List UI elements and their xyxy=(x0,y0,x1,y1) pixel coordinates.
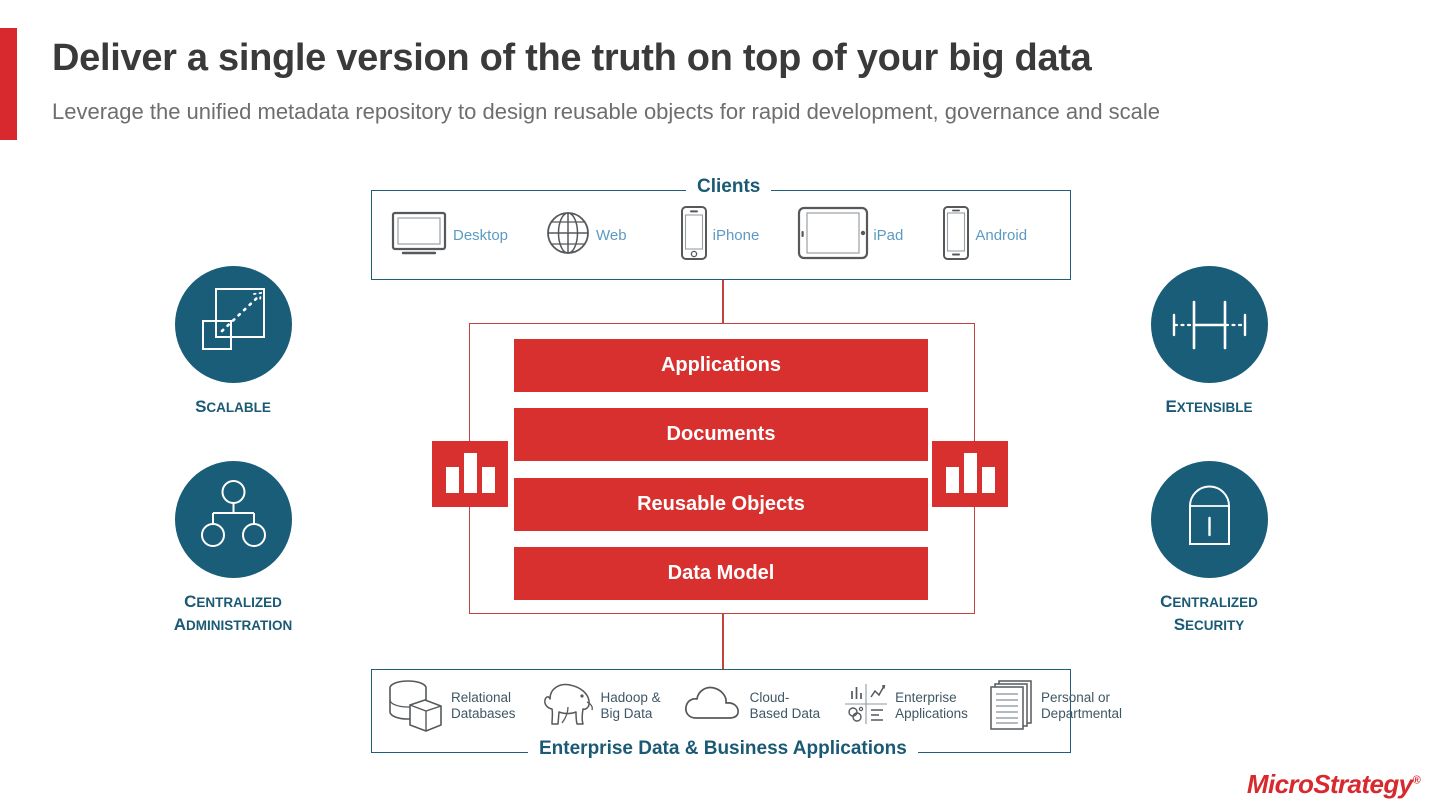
bar-chart-icon-left xyxy=(432,441,508,507)
android-icon xyxy=(941,205,971,266)
client-iphone[interactable]: iPhone xyxy=(679,205,760,266)
logo-text: MicroStrategy xyxy=(1246,769,1413,799)
source-label: Cloud-Based Data xyxy=(749,690,821,721)
badge-bar xyxy=(945,467,959,493)
clients-row: Desktop Web xyxy=(371,190,1071,280)
feature-label: SCALABLE xyxy=(195,397,271,416)
source-cloud-based-data[interactable]: Cloud-Based Data xyxy=(683,682,821,731)
source-hadoop-big-data[interactable]: Hadoop &Big Data xyxy=(538,679,661,734)
client-desktop[interactable]: Desktop xyxy=(389,208,508,263)
enterprise-apps-icon xyxy=(842,681,890,732)
client-web[interactable]: Web xyxy=(544,209,627,262)
bar-chart-icon-right xyxy=(932,441,1008,507)
platform-bar-reusable-objects[interactable]: Reusable Objects xyxy=(514,478,928,531)
logo-mark: ® xyxy=(1412,774,1420,787)
page-subtitle: Leverage the unified metadata repository… xyxy=(52,99,1161,124)
org-hierarchy-icon xyxy=(174,461,292,578)
connector-platform-to-sources xyxy=(722,614,724,669)
feature-label: CENTRALIZED SECURITY xyxy=(1160,592,1258,635)
feature-label: EXTENSIBLE xyxy=(1165,397,1253,416)
feature-centralized-security[interactable]: CENTRALIZED SECURITY xyxy=(1089,461,1329,637)
client-label: Web xyxy=(596,226,627,244)
extensible-width-icon xyxy=(1150,266,1268,383)
badge-bar xyxy=(463,453,477,493)
client-android[interactable]: Android xyxy=(941,205,1027,266)
client-label: iPad xyxy=(873,226,904,244)
clients-panel-title: Clients xyxy=(686,176,772,198)
client-ipad[interactable]: iPad xyxy=(797,206,903,265)
scaling-squares-icon xyxy=(174,266,292,383)
badge-bar xyxy=(981,467,995,493)
feature-extensible[interactable]: EXTENSIBLE xyxy=(1089,266,1329,418)
connector-clients-to-platform xyxy=(722,280,724,323)
desktop-icon xyxy=(389,208,449,263)
client-label: Android xyxy=(975,226,1028,244)
sources-panel-title: Enterprise Data & Business Applications xyxy=(528,738,918,760)
platform-bar-documents[interactable]: Documents xyxy=(514,408,928,461)
documents-stack-icon xyxy=(988,678,1036,735)
cloud-icon xyxy=(683,682,745,731)
badge-bar xyxy=(963,453,977,493)
page-title: Deliver a single version of the truth on… xyxy=(52,37,1092,79)
iphone-icon xyxy=(679,205,709,266)
source-label: Hadoop &Big Data xyxy=(600,690,661,721)
platform-bar-applications[interactable]: Applications xyxy=(514,339,928,392)
accent-bar xyxy=(0,28,17,140)
feature-scalable[interactable]: SCALABLE xyxy=(113,266,353,418)
feature-centralized-administration[interactable]: CENTRALIZED ADMINISTRATION xyxy=(113,461,353,637)
ipad-icon xyxy=(797,206,869,265)
badge-bar xyxy=(445,467,459,493)
feature-label: CENTRALIZED ADMINISTRATION xyxy=(173,592,293,635)
microstrategy-logo: MicroStrategy® xyxy=(1246,769,1421,800)
client-label: iPhone xyxy=(712,226,760,244)
web-globe-icon xyxy=(544,209,592,262)
platform-bar-data-model[interactable]: Data Model xyxy=(514,547,928,600)
client-label: Desktop xyxy=(453,226,509,244)
database-icon xyxy=(384,676,446,737)
padlock-icon xyxy=(1150,461,1268,578)
hadoop-elephant-icon xyxy=(538,679,596,734)
badge-bar xyxy=(481,467,495,493)
